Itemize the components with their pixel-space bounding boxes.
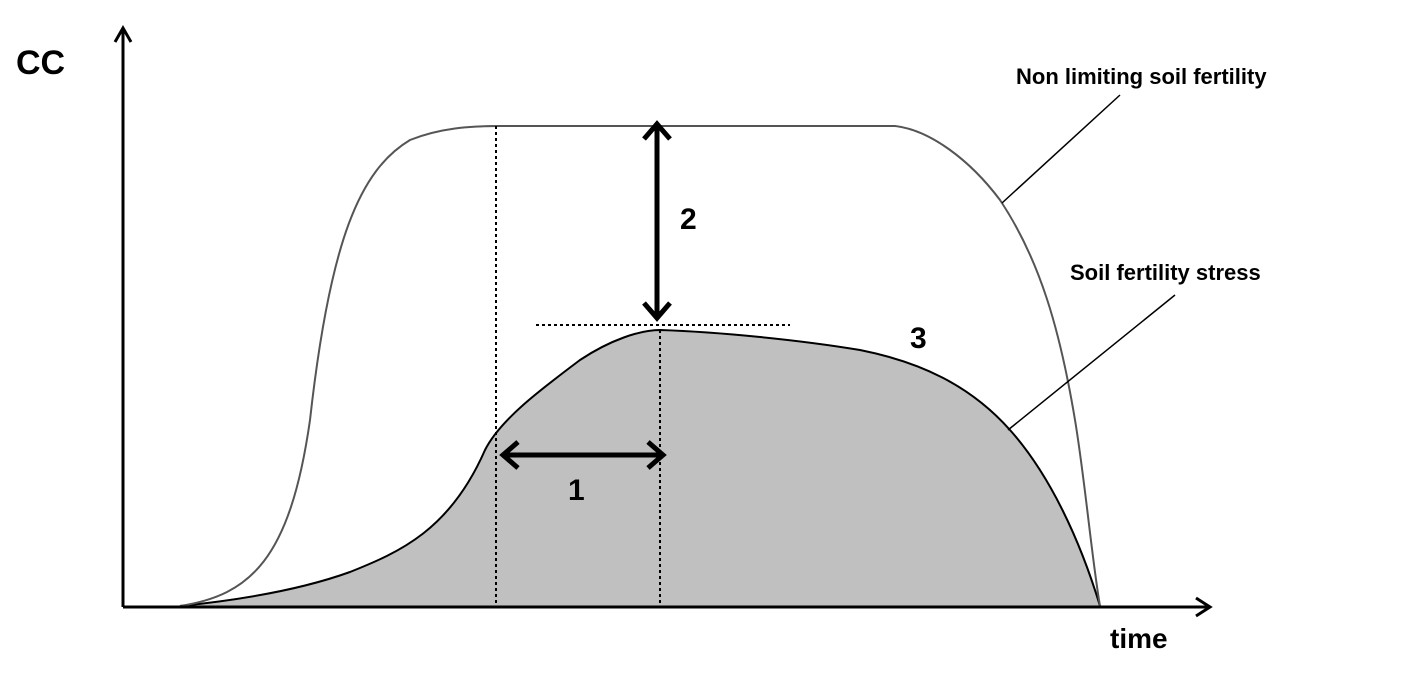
marker-1-label: 1	[568, 474, 585, 507]
arrow-2-head-bottom	[642, 301, 672, 322]
arrow-2-head-top	[642, 120, 672, 141]
marker-3-label: 3	[910, 322, 927, 355]
arrow-1-head-left	[499, 440, 520, 470]
non-limiting-curve-line	[179, 125, 1101, 607]
x-axis-arrowhead	[1195, 596, 1213, 618]
marker-2-label: 2	[680, 203, 697, 236]
y-axis-arrowhead	[113, 24, 133, 43]
x-axis-label: time	[1110, 623, 1168, 654]
stress-leader-line	[1007, 294, 1176, 431]
arrow-1-head-right	[646, 440, 667, 470]
stress-curve-area	[180, 330, 1100, 606]
non-limiting-leader-line	[1001, 94, 1121, 204]
stress-curve-label: Soil fertility stress	[1070, 260, 1261, 285]
non-limiting-curve-label: Non limiting soil fertility	[1016, 64, 1267, 89]
stress-curve-line	[179, 328, 1101, 607]
y-axis-label: CC	[16, 44, 65, 82]
